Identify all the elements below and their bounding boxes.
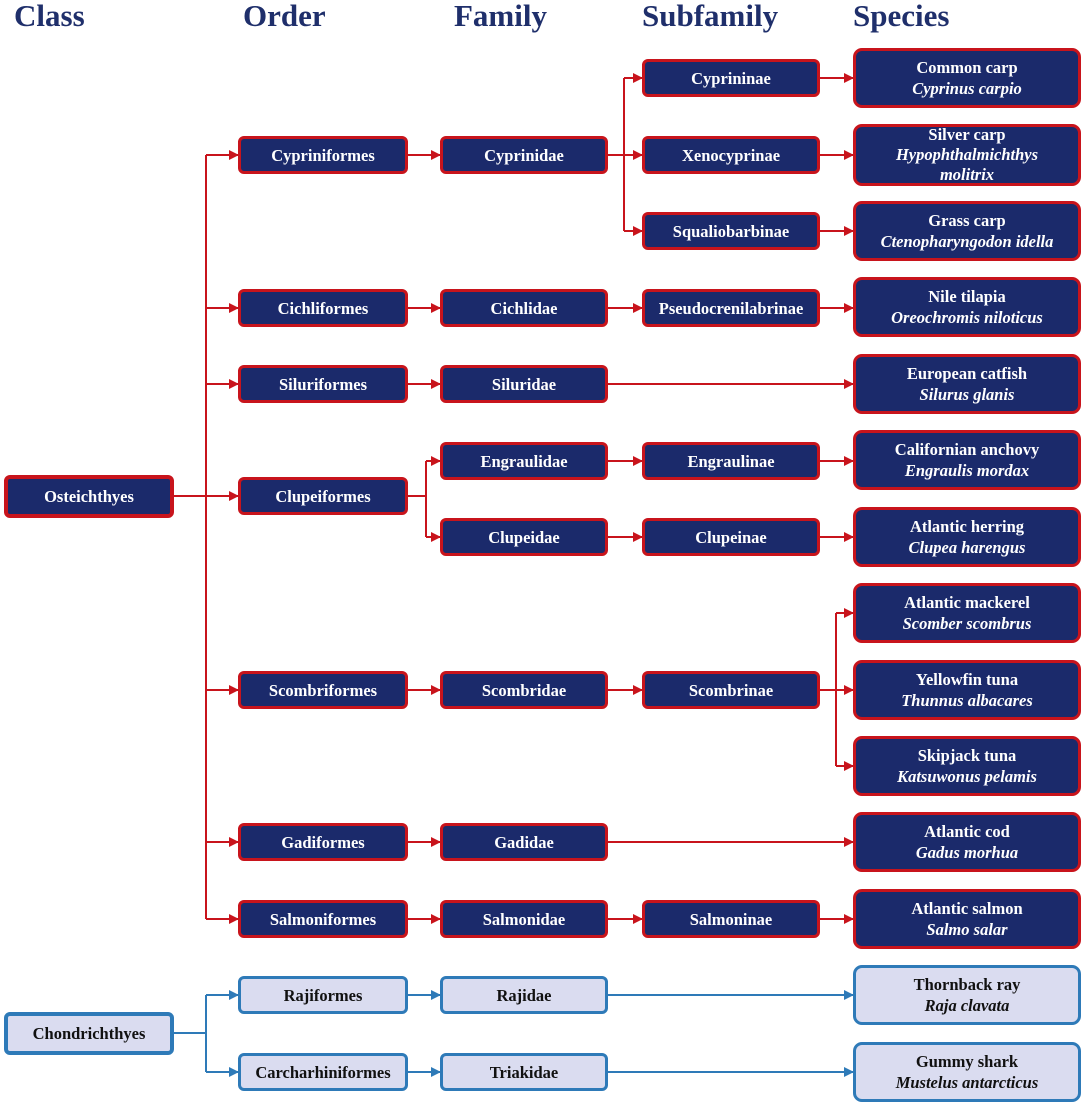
common-name: Common carp	[916, 58, 1018, 77]
header-species: Species	[853, 0, 950, 33]
species-nile-tilapia: Nile tilapia Oreochromis niloticus	[853, 277, 1081, 337]
family-salmonidae: Salmonidae	[440, 900, 608, 938]
species-skipjack-tuna: Skipjack tuna Katsuwonus pelamis	[853, 736, 1081, 796]
common-name: Atlantic mackerel	[904, 593, 1030, 612]
family-clupeidae: Clupeidae	[440, 518, 608, 556]
order-clupeiformes: Clupeiformes	[238, 477, 408, 515]
subfamily-salmoninae: Salmoninae	[642, 900, 820, 938]
order-siluriformes: Siluriformes	[238, 365, 408, 403]
header-order: Order	[243, 0, 326, 33]
order-cichliformes: Cichliformes	[238, 289, 408, 327]
scientific-name: Silurus glanis	[919, 385, 1015, 404]
order-rajiformes: Rajiformes	[238, 976, 408, 1014]
family-cyprinidae: Cyprinidae	[440, 136, 608, 174]
species-atlantic-salmon: Atlantic salmon Salmo salar	[853, 889, 1081, 949]
header-subfamily: Subfamily	[642, 0, 779, 33]
common-name: Thornback ray	[913, 975, 1021, 994]
subfamily-engraulinae: Engraulinae	[642, 442, 820, 480]
family-triakidae: Triakidae	[440, 1053, 608, 1091]
subfamily-xenocyprinae: Xenocyprinae	[642, 136, 820, 174]
scientific-name: Katsuwonus pelamis	[897, 767, 1037, 786]
family-scombridae: Scombridae	[440, 671, 608, 709]
subfamily-clupeinae: Clupeinae	[642, 518, 820, 556]
species-yellowfin-tuna: Yellowfin tuna Thunnus albacares	[853, 660, 1081, 720]
order-cypriniformes: Cypriniformes	[238, 136, 408, 174]
scientific-name: Gadus morhua	[915, 843, 1019, 862]
order-carcharhiniformes: Carcharhiniformes	[238, 1053, 408, 1091]
species-atlantic-cod: Atlantic cod Gadus morhua	[853, 812, 1081, 872]
family-rajidae: Rajidae	[440, 976, 608, 1014]
common-name: Silver carp	[928, 125, 1006, 144]
species-thornback-ray: Thornback ray Raja clavata	[853, 965, 1081, 1025]
scientific-name: Cyprinus carpio	[912, 79, 1022, 98]
scientific-name: Raja clavata	[924, 996, 1010, 1015]
scientific-name: Mustelus antarcticus	[895, 1073, 1039, 1092]
family-engraulidae: Engraulidae	[440, 442, 608, 480]
common-name: Gummy shark	[915, 1052, 1019, 1071]
common-name: Atlantic cod	[924, 822, 1010, 841]
family-gadidae: Gadidae	[440, 823, 608, 861]
species-atlantic-herring: Atlantic herring Clupea harengus	[853, 507, 1081, 567]
scientific-name: Scomber scombrus	[902, 614, 1032, 633]
scientific-name-line-2: molitrix	[939, 165, 995, 184]
scientific-name: Engraulis mordax	[904, 461, 1030, 480]
species-european-catfish: European catfish Silurus glanis	[853, 354, 1081, 414]
common-name: Atlantic salmon	[911, 899, 1023, 918]
scientific-name-line-1: Hypophthalmichthys	[895, 145, 1039, 164]
common-name: Nile tilapia	[928, 287, 1006, 306]
common-name: Grass carp	[928, 211, 1006, 230]
family-cichlidae: Cichlidae	[440, 289, 608, 327]
order-salmoniformes: Salmoniformes	[238, 900, 408, 938]
subfamily-cyprininae: Cyprininae	[642, 59, 820, 97]
common-name: European catfish	[906, 364, 1028, 383]
header-class: Class	[14, 0, 85, 33]
scientific-name: Thunnus albacares	[901, 691, 1033, 710]
scientific-name: Salmo salar	[926, 920, 1008, 939]
species-common-carp: Common carp Cyprinus carpio	[853, 48, 1081, 108]
common-name: Yellowfin tuna	[915, 670, 1019, 689]
species-grass-carp: Grass carp Ctenopharyngodon idella	[853, 201, 1081, 261]
family-siluridae: Siluridae	[440, 365, 608, 403]
common-name: Atlantic herring	[909, 517, 1025, 536]
order-gadiformes: Gadiformes	[238, 823, 408, 861]
order-scombriformes: Scombriformes	[238, 671, 408, 709]
subfamily-squaliobarbinae: Squaliobarbinae	[642, 212, 820, 250]
scientific-name: Clupea harengus	[908, 538, 1026, 557]
class-chondrichthyes: Chondrichthyes	[4, 1012, 174, 1055]
common-name: Californian anchovy	[894, 440, 1040, 459]
species-californian-anchovy: Californian anchovy Engraulis mordax	[853, 430, 1081, 490]
header-family: Family	[454, 0, 547, 33]
species-silver-carp: Silver carp Hypophthalmichthys molitrix	[853, 124, 1081, 186]
class-osteichthyes: Osteichthyes	[4, 475, 174, 518]
species-atlantic-mackerel: Atlantic mackerel Scomber scombrus	[853, 583, 1081, 643]
common-name: Skipjack tuna	[917, 746, 1017, 765]
species-gummy-shark: Gummy shark Mustelus antarcticus	[853, 1042, 1081, 1102]
subfamily-pseudocrenilabrinae: Pseudocrenilabrinae	[642, 289, 820, 327]
scientific-name: Oreochromis niloticus	[891, 308, 1043, 327]
subfamily-scombrinae: Scombrinae	[642, 671, 820, 709]
scientific-name: Ctenopharyngodon idella	[880, 232, 1054, 251]
